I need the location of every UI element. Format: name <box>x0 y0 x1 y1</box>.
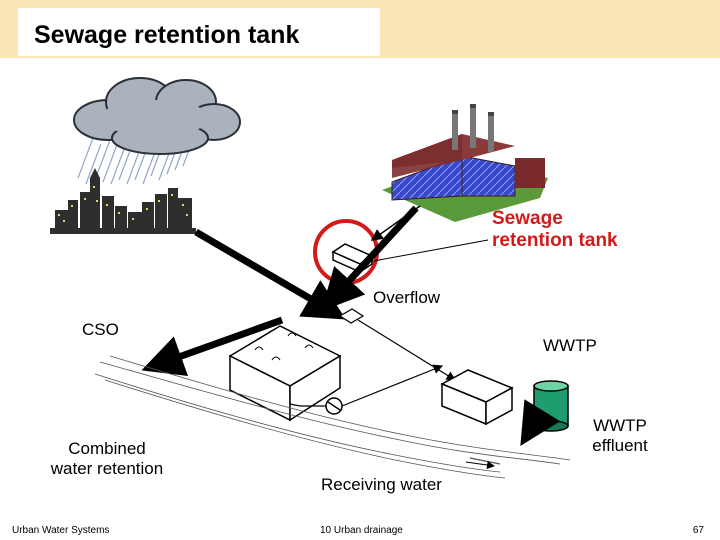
flow-city-to-network <box>194 228 347 320</box>
page-title: Sewage retention tank <box>34 21 300 49</box>
sewage-tank-label-text: Sewage retention tank <box>492 208 618 251</box>
tank-label-pointer <box>367 239 489 263</box>
sewage-tank-label: Sewage retention tank <box>492 208 662 252</box>
factory-icon <box>382 104 548 222</box>
overflow-weir <box>338 308 365 324</box>
footer-center: 10 Urban drainage <box>320 525 403 536</box>
combined-retention-label: Combined water retention <box>40 439 174 478</box>
footer-page-number: 67 <box>692 525 704 536</box>
wwtp-effluent-label: WWTP effluent <box>584 416 656 455</box>
footer-left: Urban Water Systems <box>12 525 110 536</box>
tank-cylinder-icon <box>533 380 569 432</box>
receiving-water-label: Receiving water <box>321 475 442 494</box>
wwtp-effluent-text: WWTP effluent <box>592 416 648 455</box>
wwtp-label: WWTP <box>543 336 597 355</box>
river-flow-arrow <box>465 461 495 469</box>
flow-to-wwtp <box>357 319 457 381</box>
return-line <box>289 403 326 407</box>
pump-mark <box>327 401 341 411</box>
wwtp-box <box>440 369 514 426</box>
overflow-label: Overflow <box>373 288 441 307</box>
title-box <box>18 8 380 56</box>
rain-cloud-icon <box>73 77 241 185</box>
city-skyline-icon <box>50 168 196 234</box>
combined-retention-text: Combined water retention <box>50 439 164 478</box>
flow-wwtp-effluent <box>520 399 561 446</box>
flow-factory-to-network <box>321 205 419 312</box>
flow-cso <box>141 316 284 376</box>
cso-label: CSO <box>82 320 119 339</box>
return-to-wwtp <box>341 364 444 407</box>
receiving-water-river <box>94 355 571 479</box>
tank-flow-marks <box>254 332 314 361</box>
